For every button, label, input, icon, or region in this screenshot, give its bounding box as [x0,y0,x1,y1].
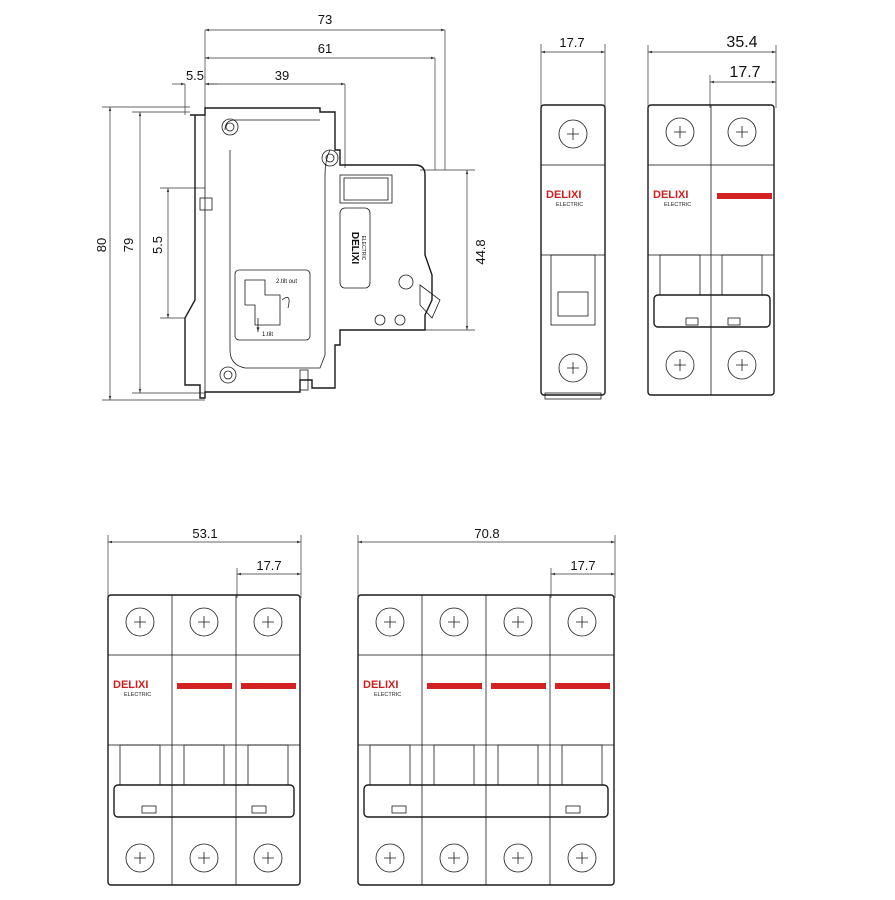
front-4p-red-bar-2 [491,683,546,689]
front-4p-red-bar-3 [555,683,610,689]
dim-3p-pole-label: 17.7 [256,558,281,573]
side-body-outline [184,107,433,399]
front-4p-tie-bar [363,784,609,818]
side-rivet-top [221,118,239,136]
front-1p-brand: DELIXI [546,189,581,201]
side-dim-44-8: 44.8 [420,169,488,331]
side-rivet-mid [321,149,339,167]
label-step-in: 1.tilt [262,332,273,338]
side-rivet-right [398,274,414,290]
side-dim-61: 61 [205,41,436,170]
dim-4p-total-label: 70.8 [474,526,499,541]
front-3p-red-bar-1 [177,683,232,689]
front-4p-brand-sub: ELECTRIC [374,692,401,698]
dim-1p-width-label: 17.7 [559,35,584,50]
side-brand-plate [339,207,371,289]
side-inner-panel [229,149,331,369]
front-1p-brand-sub: ELECTRIC [556,202,583,208]
dim-2p-pole-label: 17.7 [729,64,760,81]
front-1p: 17.7 DELIXI ELECTRIC [540,35,606,400]
front-3p-red-bar-2 [241,683,296,689]
dim-44-8-label: 44.8 [473,239,488,264]
side-brand-sub: ELECTRIC [360,236,366,261]
front-2p-brand: DELIXI [653,189,688,201]
front-3p-tie-bar [113,784,295,818]
side-view: 73 61 39 5.5 80 79 [94,12,488,401]
front-1p-screw-bottom [558,353,588,383]
dim-80-label: 80 [94,238,109,252]
side-label-plate [234,269,311,341]
front-2p-tie-bar [653,294,771,328]
dim-4p-pole-label: 17.7 [570,558,595,573]
side-handle [419,284,441,319]
side-inner-top [224,119,320,131]
label-step-out: 2.tilt out [276,279,297,285]
front-1p-screw-top [558,119,588,149]
dim-2p-total-label: 35.4 [726,34,757,51]
dim-3p-total-label: 53.1 [192,526,217,541]
front-2p-red-bar [717,193,772,199]
front-4p-brand: DELIXI [363,679,398,691]
front-3p: 53.1 17.7 DELIXI ELECTRIC [107,526,302,886]
side-dim-5-5-left: 5.5 [150,187,205,319]
front-3p-brand: DELIXI [113,679,148,691]
front-2p-brand-sub: ELECTRIC [664,202,691,208]
side-dim-73: 73 [204,12,446,170]
front-3p-brand-sub: ELECTRIC [124,692,151,698]
front-3p-body [107,594,301,886]
dim-5-5-left-label: 5.5 [150,236,165,254]
front-4p: 70.8 17.7 DELIXI ELECTRIC [357,526,616,886]
dim-39-label: 39 [275,68,289,83]
side-rivet-bottom [219,366,237,384]
front-4p-red-bar-1 [427,683,482,689]
dim-73-label: 73 [318,12,332,27]
front-2p: 35.4 17.7 DELIXI ELECTRIC [647,34,777,396]
front-1p-body [540,104,606,396]
front-1p-handle [550,254,596,326]
side-window [339,174,393,204]
dim-5-5-top-label: 5.5 [186,68,204,83]
side-dim-79: 79 [121,111,205,394]
side-dim-80: 80 [94,106,205,401]
dim-79-label: 79 [121,238,136,252]
side-dim-39: 39 5.5 [172,68,346,168]
dim-61-label: 61 [318,41,332,56]
side-brand-text: DELIXI [349,232,360,264]
